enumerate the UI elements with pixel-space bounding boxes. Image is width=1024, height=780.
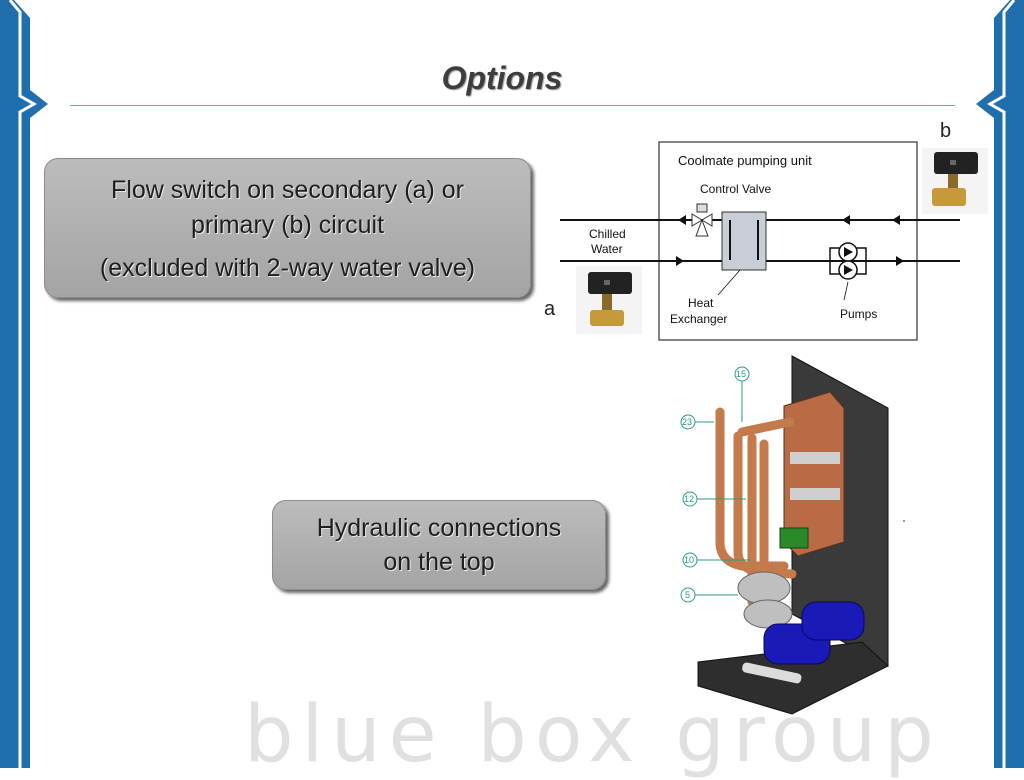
pumping-unit-3d-image: 15 23 12 10 5 — [680, 355, 889, 715]
brazed-heat-exchanger — [783, 391, 845, 557]
callout-23: 23 — [682, 417, 692, 427]
tag-b: b — [940, 120, 952, 142]
hydraulic-line-2: on the top — [383, 548, 495, 576]
stray-dot — [903, 520, 905, 522]
unit-frame — [658, 141, 918, 341]
flow-switch-callout: Flow switch on secondary (a) or primary … — [44, 158, 531, 298]
arrow-right-edge-top — [892, 215, 900, 225]
title-divider — [70, 105, 955, 106]
pumps-label: Pumps — [840, 307, 877, 321]
flow-switch-line-3: (excluded with 2-way water valve) — [99, 254, 476, 282]
heat-exchanger-label-2: Exchanger — [670, 312, 727, 326]
heat-exchanger — [721, 211, 767, 271]
chilled-water-label-1: Chilled — [589, 227, 626, 241]
tag-a: a — [544, 298, 556, 320]
callout-10: 10 — [684, 555, 694, 565]
hydraulic-connections-callout: Hydraulic connections on the top — [272, 500, 606, 590]
pump-bodies — [737, 571, 865, 665]
flow-switch-b-image — [922, 148, 988, 214]
part-callouts: 15 23 12 10 5 — [680, 366, 750, 603]
callout-12: 12 — [684, 494, 694, 504]
unit-label: Coolmate pumping unit — [678, 153, 812, 168]
arrow-bottom-left — [676, 256, 684, 266]
flow-switch-a-image — [576, 266, 642, 334]
right-ribbon-decoration — [976, 0, 1024, 768]
callout-5: 5 — [685, 590, 690, 600]
arrow-right-mid-top — [842, 215, 850, 225]
pumping-unit-schematic: Coolmate pumping unit Control Valve Chil… — [560, 141, 960, 341]
heat-exchanger-label-1: Heat — [688, 296, 714, 310]
chilled-water-label-2: Water — [591, 242, 623, 256]
arrow-right-top-left — [678, 215, 686, 225]
flow-switch-line-2: primary (b) circuit — [190, 211, 385, 239]
callout-15: 15 — [736, 369, 746, 379]
brand-watermark: blue box group — [244, 690, 942, 780]
left-ribbon-decoration — [0, 0, 48, 768]
hydraulic-line-1: Hydraulic connections — [316, 514, 562, 542]
flow-switch-line-1: Flow switch on secondary (a) or — [111, 176, 464, 204]
control-valve-label: Control Valve — [700, 182, 771, 196]
control-valve-symbol — [691, 213, 703, 227]
slide-title: Options — [441, 60, 563, 96]
arrow-bottom-right — [896, 256, 904, 266]
